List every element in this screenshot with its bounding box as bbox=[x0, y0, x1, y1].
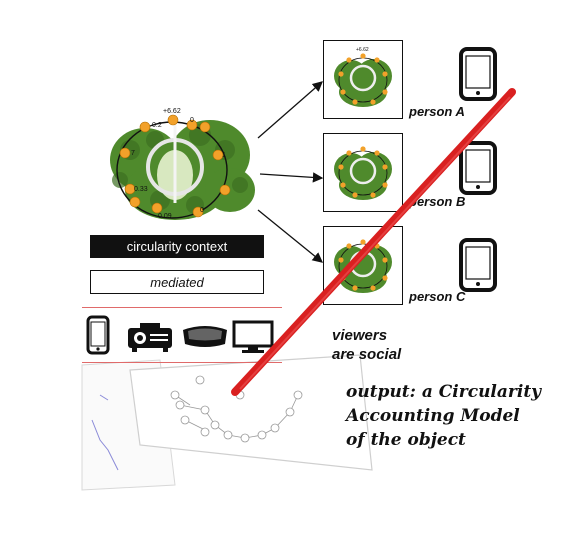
thumbnail-broccoli-b bbox=[334, 146, 392, 200]
context-label: circularity context bbox=[90, 235, 264, 258]
section-divider-lower bbox=[82, 362, 282, 363]
output-line-3: of the object bbox=[346, 430, 466, 450]
node-label-right-mid: 1 bbox=[222, 152, 226, 159]
phone-icon-person-c bbox=[459, 238, 497, 292]
person-c-label: person C bbox=[409, 289, 466, 304]
monitor-icon bbox=[232, 320, 274, 353]
node-label-right-bot: 0 bbox=[200, 207, 204, 214]
person-b-label: person B bbox=[409, 194, 466, 209]
thumbnail-broccoli-a bbox=[334, 53, 392, 107]
viewers-text: viewers are social bbox=[332, 326, 401, 364]
phone-icon bbox=[86, 315, 110, 355]
mediated-label: mediated bbox=[90, 270, 264, 294]
viewers-line-1: viewers bbox=[332, 327, 388, 344]
phone-icon-person-b bbox=[459, 141, 497, 195]
node-label-right-top: 0 bbox=[190, 117, 194, 124]
node-label-top: +6.62 bbox=[163, 108, 181, 115]
phone-icon-person-a bbox=[459, 47, 497, 101]
node-label-bottom: 0.09 bbox=[158, 213, 172, 220]
output-line-2: Accounting Model bbox=[346, 406, 520, 426]
node-label-left-top: 0.2 bbox=[152, 122, 162, 129]
projector-icon bbox=[128, 323, 172, 352]
output-text: output: a Circularity Accounting Model o… bbox=[346, 380, 541, 452]
section-divider bbox=[82, 307, 282, 308]
broccoli-diagram bbox=[110, 114, 255, 220]
person-a-label: person A bbox=[409, 104, 465, 119]
thumbnail-label: +6.62 bbox=[356, 47, 369, 53]
viewers-line-2: are social bbox=[332, 346, 402, 363]
node-label-left-bot: 0.33 bbox=[134, 186, 148, 193]
output-line-1: output: a Circularity bbox=[346, 382, 542, 402]
node-label-left-mid: 7 bbox=[131, 150, 135, 157]
vr-headset-icon bbox=[183, 326, 227, 347]
arrows bbox=[257, 81, 324, 263]
